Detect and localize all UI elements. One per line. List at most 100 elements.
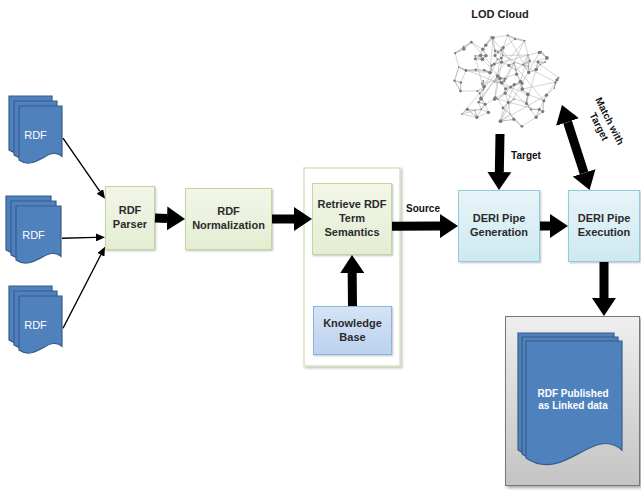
network-dot	[490, 64, 492, 66]
network-dot	[458, 66, 460, 68]
node-text: RDF Parser	[109, 204, 151, 232]
network-dot	[474, 55, 476, 57]
network-dot	[477, 101, 479, 103]
network-dot	[524, 40, 526, 42]
network-dot	[538, 51, 542, 55]
network-dot	[522, 64, 524, 66]
network-dot	[528, 66, 529, 67]
network-dot	[479, 54, 482, 57]
network-link	[461, 71, 466, 83]
network-dot	[474, 110, 475, 111]
thick-arrow	[540, 222, 550, 231]
network-dot	[459, 90, 462, 93]
network-dot	[538, 108, 541, 111]
network-dot	[481, 57, 485, 61]
network-dot	[530, 109, 532, 111]
text-holder: LOD Cloud	[438, 6, 562, 24]
node-text: DERI Pipe Execution	[572, 212, 636, 240]
network-dot	[504, 92, 507, 95]
network-link	[459, 67, 544, 101]
network-dot	[479, 97, 483, 101]
document-page	[526, 341, 622, 465]
group-frame	[304, 168, 400, 366]
network-dot	[553, 87, 555, 89]
network-dot	[487, 111, 490, 114]
network-link	[543, 101, 544, 112]
document-page	[16, 206, 61, 263]
network-link	[501, 119, 514, 121]
network-dot	[500, 57, 502, 59]
network-dot	[504, 87, 507, 90]
network-dot	[481, 48, 484, 51]
thin-arrow	[63, 255, 101, 328]
network-dot	[503, 80, 505, 82]
network-link	[495, 62, 502, 98]
network-link	[464, 42, 472, 47]
network-dot	[542, 99, 545, 102]
network-link	[482, 81, 483, 84]
network-dot	[480, 108, 482, 110]
network-dot	[484, 43, 487, 46]
network-dot	[537, 60, 540, 63]
network-link	[516, 65, 523, 70]
network-link	[522, 82, 555, 89]
network-dot	[480, 98, 482, 100]
thick-arrow	[155, 214, 167, 223]
process-box: Retrieve RDF Term Semantics	[312, 183, 392, 255]
network-dot	[476, 90, 478, 92]
network-link	[465, 70, 466, 71]
network-dot	[554, 82, 556, 84]
network-link	[501, 119, 514, 121]
network-link	[455, 67, 459, 81]
text-holder: RDF	[5, 209, 62, 263]
thick-arrow	[495, 134, 505, 172]
network-dot	[541, 110, 544, 113]
network-link	[555, 82, 556, 84]
network-dot	[482, 85, 485, 88]
network-dot	[507, 34, 509, 36]
network-link	[471, 42, 482, 49]
network-dot	[544, 61, 546, 63]
network-link	[508, 35, 525, 40]
network-dot	[494, 49, 497, 52]
network-link	[527, 62, 539, 103]
thick-arrow	[348, 273, 357, 306]
network-link	[462, 114, 477, 117]
network-dot	[520, 87, 524, 91]
network-dot	[461, 114, 462, 115]
network-link	[522, 117, 536, 126]
network-dot	[526, 92, 530, 96]
network-dot	[490, 71, 492, 73]
network-dot	[502, 55, 503, 56]
text-holder: RDF Normalization	[186, 189, 271, 249]
network-dot	[501, 46, 504, 49]
network-dot	[462, 47, 465, 50]
text-holder: DERI Pipe Execution	[569, 191, 639, 261]
network-dot	[521, 82, 524, 85]
network-link	[461, 91, 478, 92]
thick-arrow	[392, 222, 440, 231]
network-link	[484, 59, 498, 89]
network-link	[482, 59, 530, 109]
network-link	[455, 53, 459, 67]
document-icon: RDF	[8, 285, 63, 357]
edge-label: Source	[398, 203, 448, 215]
network-link	[498, 99, 503, 108]
process-box: DERI Pipe Generation	[458, 190, 540, 262]
text-holder: RDF Parser	[106, 187, 154, 249]
network-dot	[520, 125, 523, 128]
network-link	[556, 78, 559, 82]
network-link	[515, 99, 527, 102]
network-link	[477, 112, 488, 117]
network-link	[465, 70, 466, 71]
network-dot	[515, 73, 518, 76]
network-link	[546, 83, 555, 95]
network-dot	[453, 80, 455, 82]
network-dot	[512, 118, 515, 121]
network-dot	[514, 62, 515, 63]
node-text: RDF	[22, 229, 45, 243]
network-dot	[513, 83, 516, 86]
network-link	[508, 103, 510, 114]
network-dot	[481, 83, 483, 85]
